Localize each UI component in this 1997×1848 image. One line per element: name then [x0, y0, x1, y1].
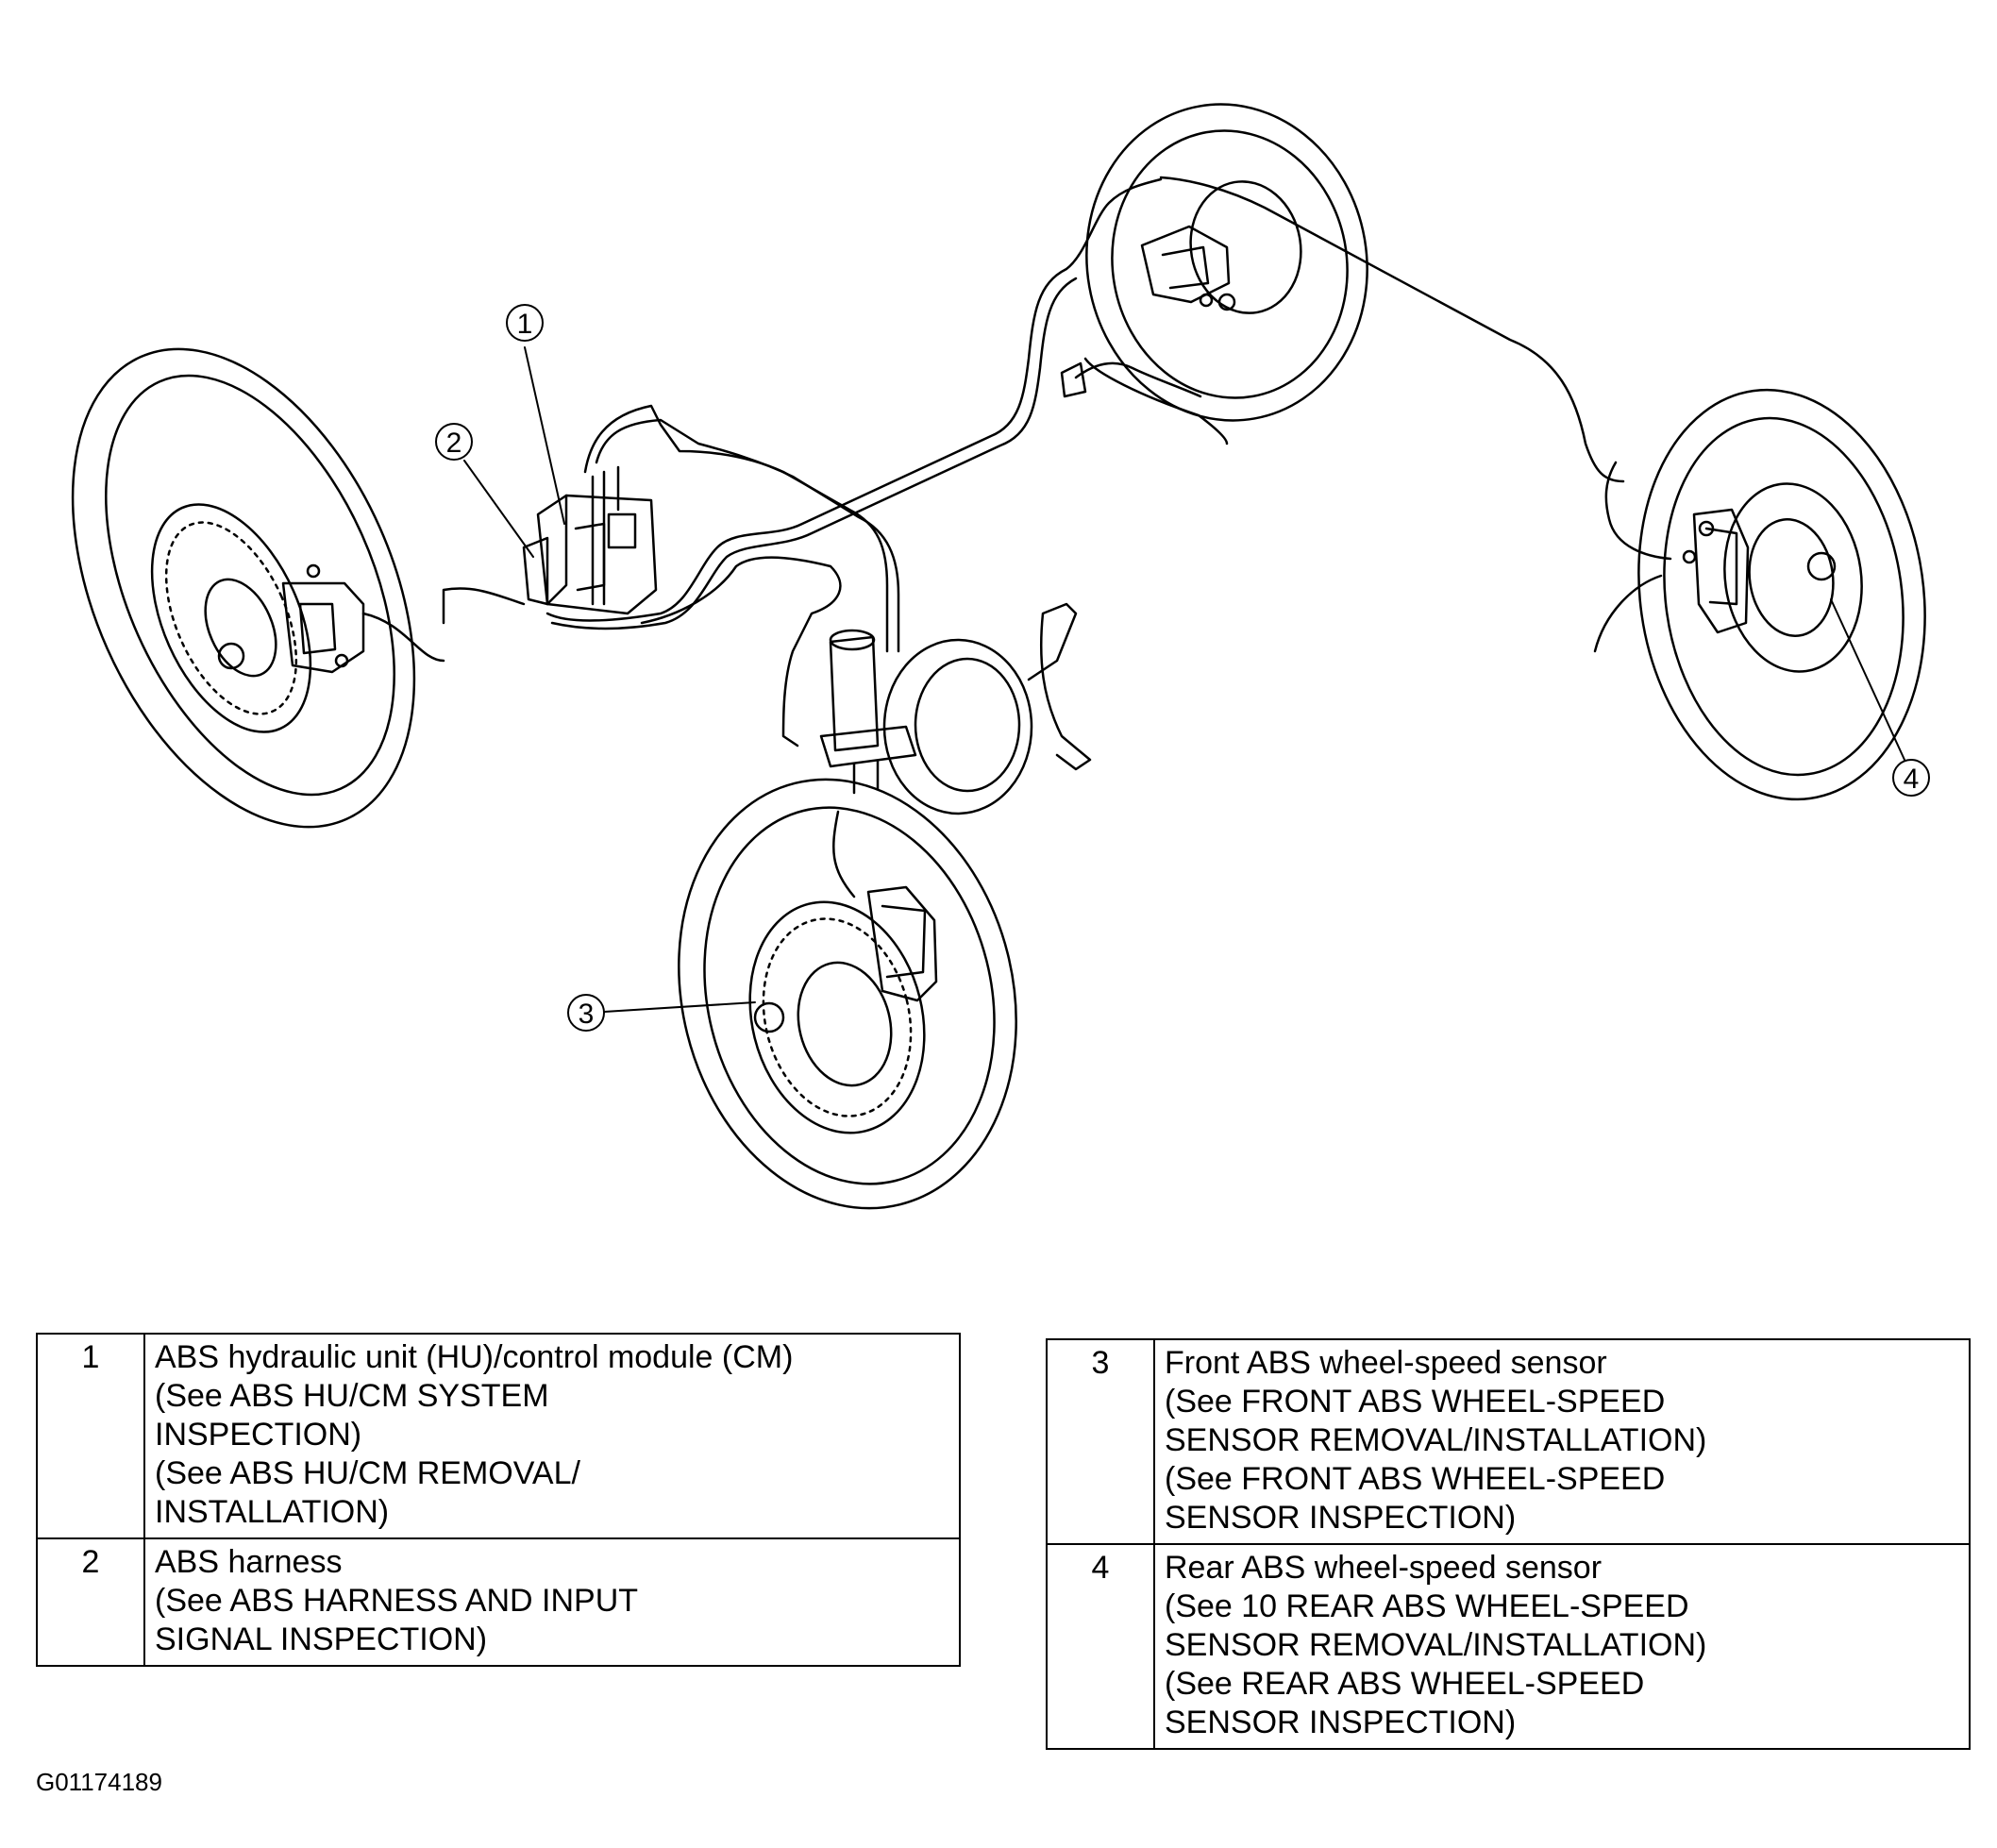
front-right-wheel — [678, 778, 1017, 1210]
abs-hu-cm-unit — [522, 465, 658, 615]
legend-line: SENSOR REMOVAL/INSTALLATION) — [1165, 1627, 1707, 1663]
legend-number: 4 — [1046, 1543, 1155, 1750]
callout-3: 3 — [567, 994, 756, 1032]
legend-row-2: 2 ABS harness (See ABS HARNESS AND INPUT… — [36, 1537, 961, 1667]
front-left-wheel — [71, 347, 445, 829]
legend-line: ABS hydraulic unit (HU)/control module (… — [155, 1339, 794, 1375]
legend-line: INSPECTION) — [155, 1417, 362, 1453]
callout-4-label: 4 — [1904, 764, 1920, 795]
rear-left-wheel — [1085, 103, 1368, 422]
legend-line: (See ABS HU/CM REMOVAL/ — [155, 1455, 580, 1491]
legend-table-left: 1 ABS hydraulic unit (HU)/control module… — [36, 1333, 961, 1667]
legend-description: ABS harness (See ABS HARNESS AND INPUT S… — [143, 1537, 961, 1667]
legend-line: SENSOR INSPECTION) — [1165, 1500, 1517, 1536]
legend-number: 3 — [1046, 1338, 1155, 1545]
brake-lines — [442, 176, 1672, 748]
callout-2: 2 — [435, 423, 534, 558]
legend-table-right: 3 Front ABS wheel-speed sensor (See FRON… — [1046, 1338, 1971, 1750]
legend-description: Rear ABS wheel-speed sensor (See 10 REAR… — [1153, 1543, 1971, 1750]
legend-line: Rear ABS wheel-speed sensor — [1165, 1550, 1603, 1586]
legend-line: (See ABS HARNESS AND INPUT — [155, 1583, 639, 1619]
callout-3-label: 3 — [579, 999, 595, 1030]
legend-row-4: 4 Rear ABS wheel-speed sensor (See 10 RE… — [1046, 1543, 1971, 1750]
legend-line: (See 10 REAR ABS WHEEL-SPEED — [1165, 1588, 1689, 1624]
legend-line: (See ABS HU/CM SYSTEM — [155, 1378, 549, 1414]
callout-1: 1 — [506, 304, 565, 525]
abs-system-diagram: 1 2 3 4 — [71, 103, 1930, 1210]
callout-1-label: 1 — [517, 309, 533, 340]
legend-line: SIGNAL INSPECTION) — [155, 1621, 488, 1657]
master-cylinder-booster — [819, 602, 1092, 815]
figure-id: G01174189 — [36, 1768, 162, 1796]
abs-harness — [1060, 361, 1202, 398]
legend-description: ABS hydraulic unit (HU)/control module (… — [143, 1333, 961, 1539]
legend-row-1: 1 ABS hydraulic unit (HU)/control module… — [36, 1333, 961, 1539]
legend-line: SENSOR REMOVAL/INSTALLATION) — [1165, 1422, 1707, 1458]
legend-line: Front ABS wheel-speed sensor — [1165, 1345, 1607, 1381]
legend-number: 2 — [36, 1537, 145, 1667]
legend-line: INSTALLATION) — [155, 1494, 390, 1530]
legend-line: ABS harness — [155, 1544, 343, 1580]
legend-line: (See REAR ABS WHEEL-SPEED — [1165, 1666, 1645, 1702]
legend-line: (See FRONT ABS WHEEL-SPEED — [1165, 1384, 1666, 1420]
legend-line: SENSOR INSPECTION) — [1165, 1705, 1517, 1740]
callout-4: 4 — [1830, 598, 1930, 797]
legend-row-3: 3 Front ABS wheel-speed sensor (See FRON… — [1046, 1338, 1971, 1545]
legend-line: (See FRONT ABS WHEEL-SPEED — [1165, 1461, 1666, 1497]
rear-right-wheel — [1637, 388, 1926, 801]
legend-description: Front ABS wheel-speed sensor (See FRONT … — [1153, 1338, 1971, 1545]
legend-number: 1 — [36, 1333, 145, 1539]
callout-2-label: 2 — [446, 428, 462, 459]
